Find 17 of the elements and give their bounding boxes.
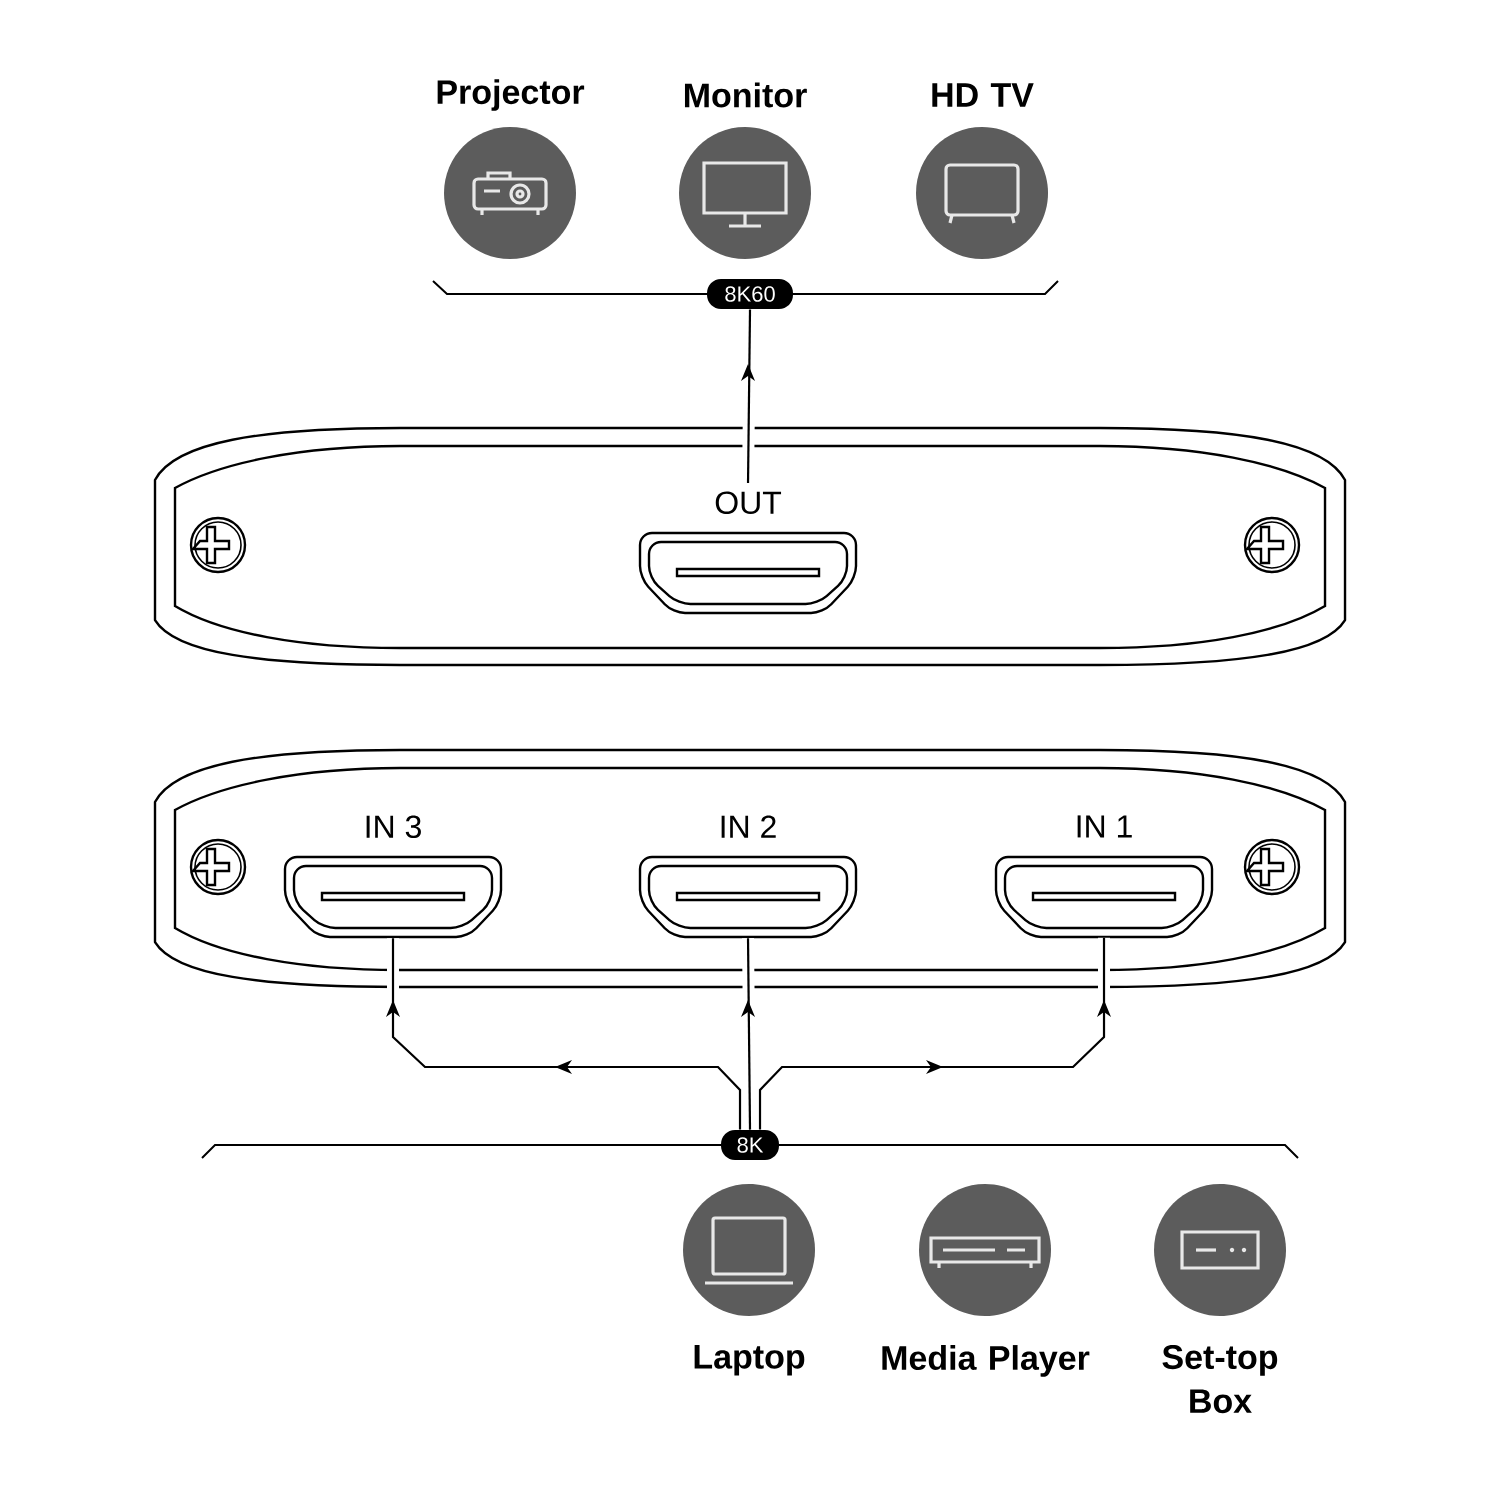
hdmi-port: OUT (638, 491, 858, 615)
device-label: Projector (437, 79, 585, 111)
hdmi-port: IN 1 (994, 815, 1214, 939)
device-label: Media Player (882, 1345, 1090, 1377)
node-label: IN 1 (1077, 815, 1132, 838)
arrow (741, 938, 756, 1130)
hdmi-port: IN 3 (283, 815, 503, 939)
device-label: Laptop (694, 1345, 805, 1376)
hdmi-port: IN 2 (638, 815, 858, 939)
device-label: HD TV (932, 83, 1034, 107)
device-label: Monitor (684, 82, 807, 108)
node-label: OUT (715, 491, 782, 515)
node-label: IN 3 (366, 815, 421, 839)
arrow (741, 309, 756, 484)
device-label: Set-top Box (1162, 1345, 1278, 1414)
node-label: IN 2 (721, 815, 776, 838)
signal-badge: 8K60 (707, 279, 793, 309)
